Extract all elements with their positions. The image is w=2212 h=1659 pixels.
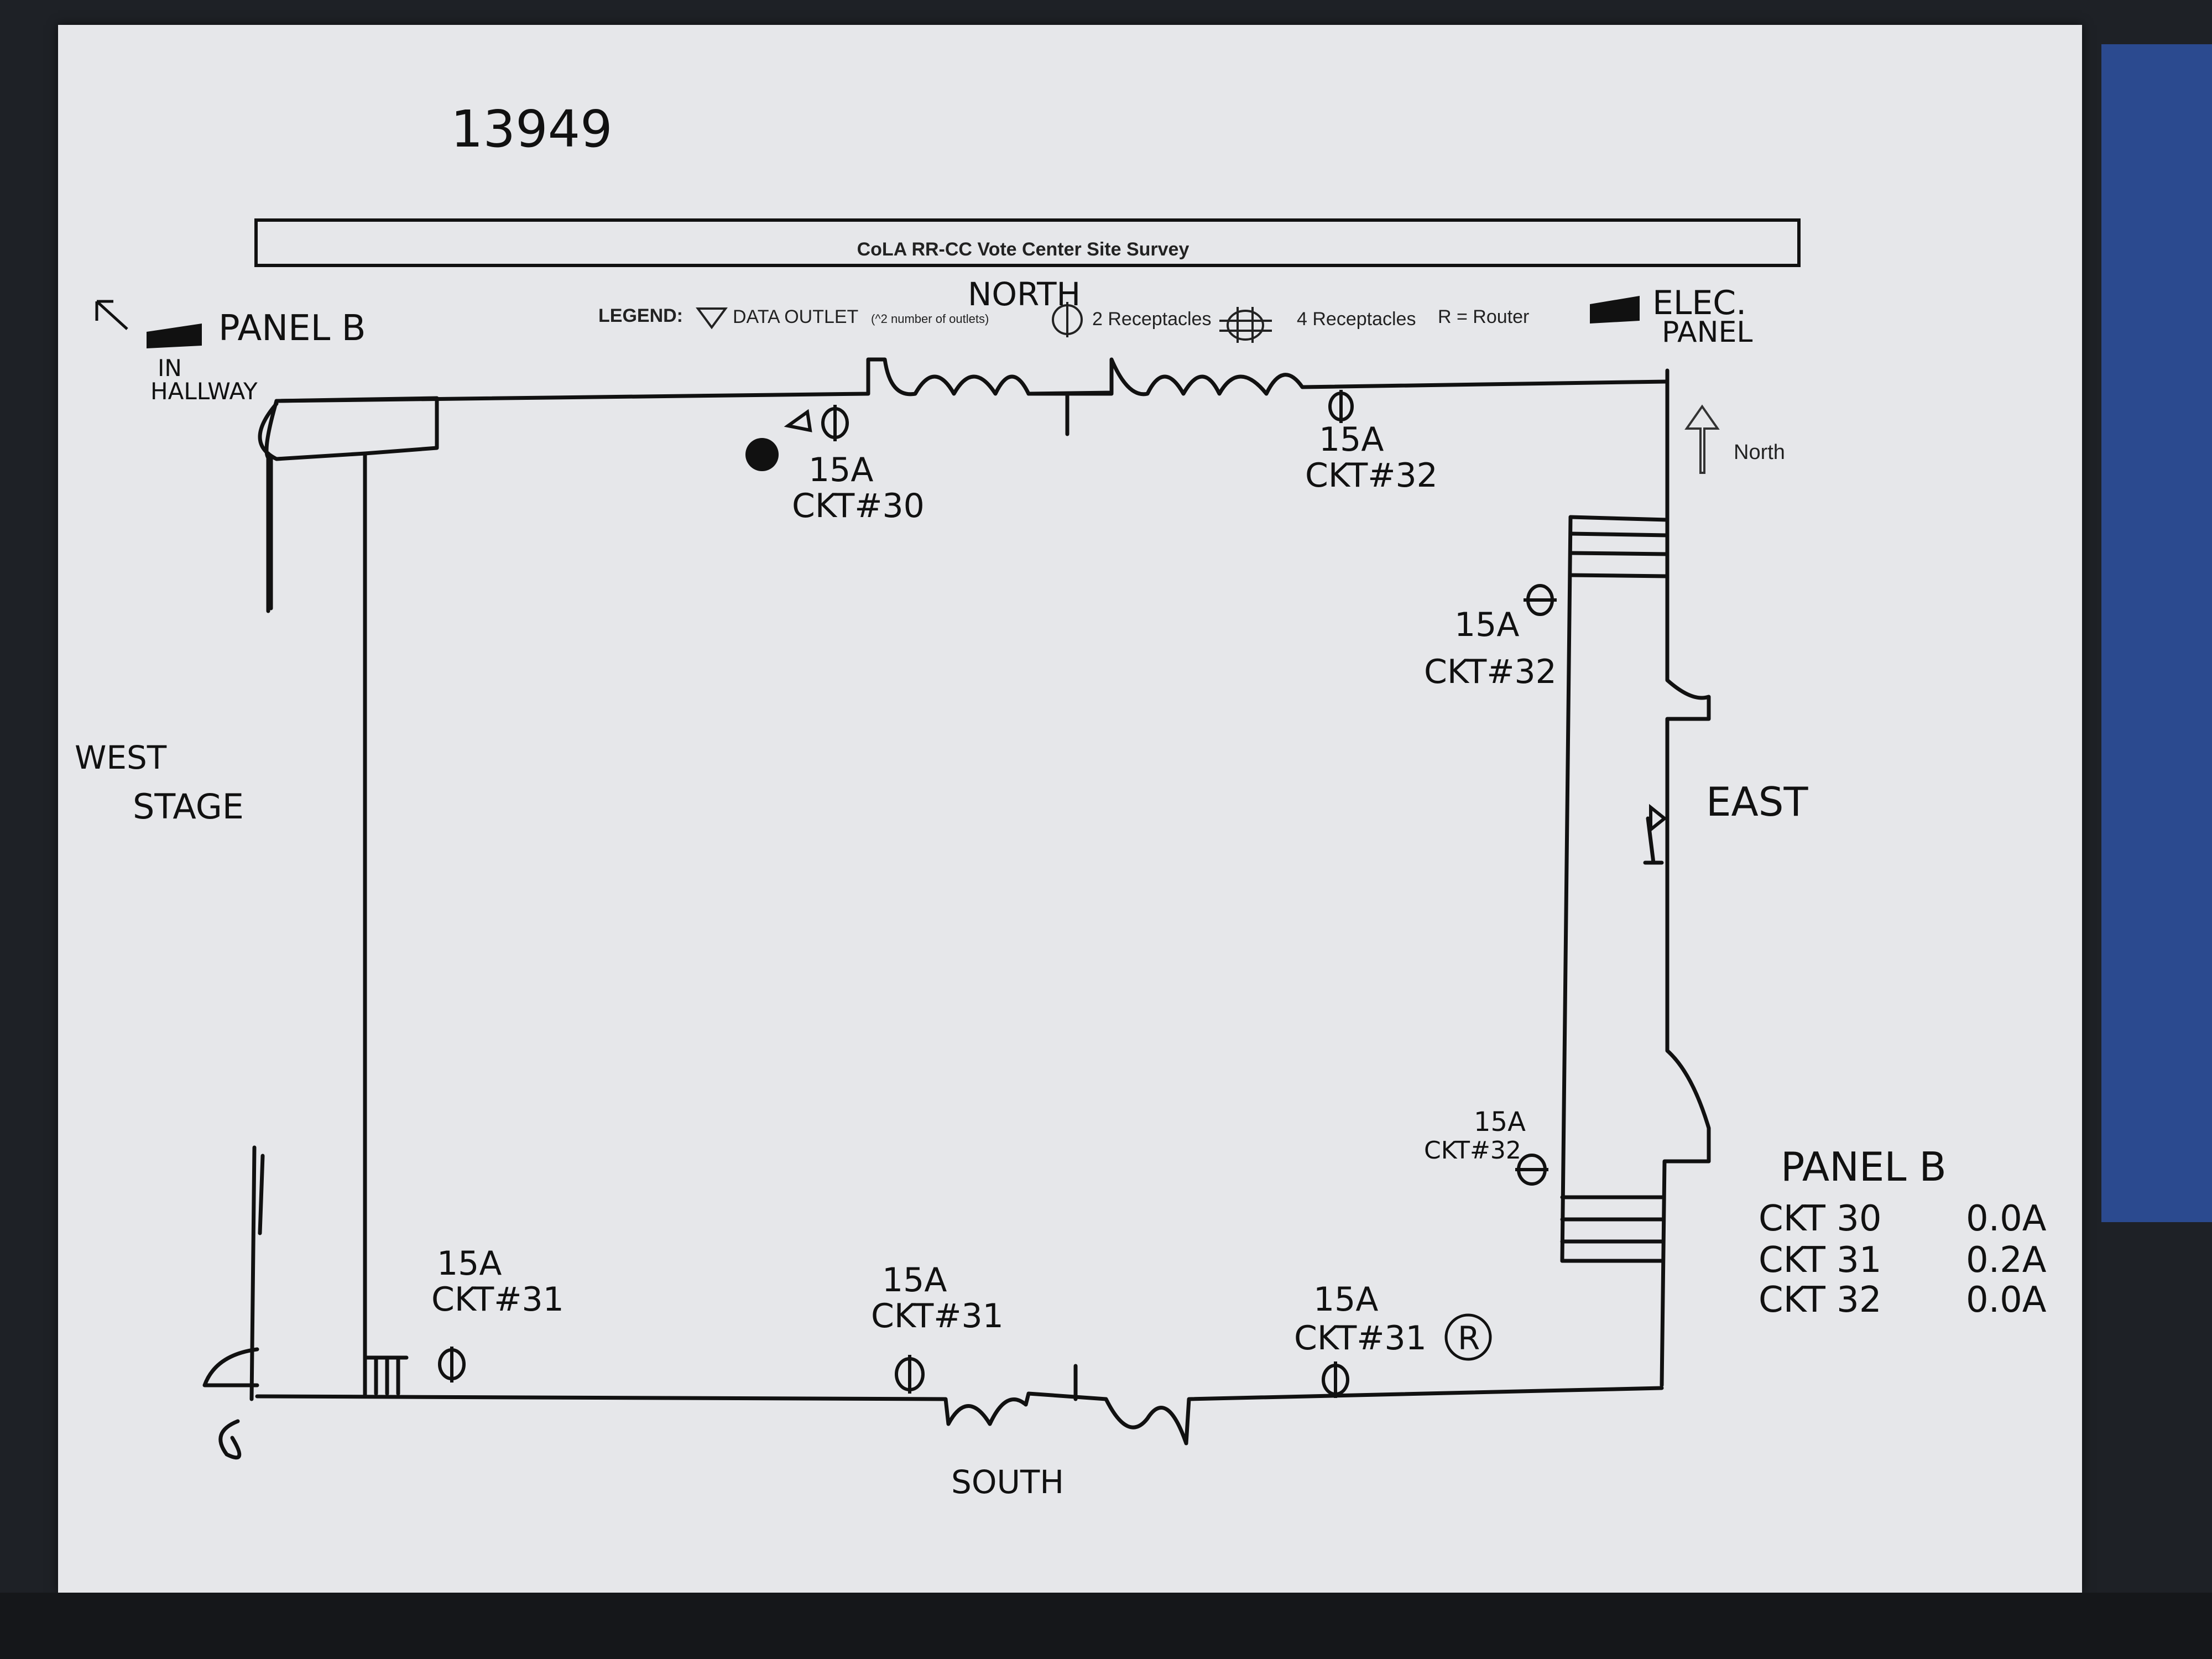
data-outlet-legend-icon	[696, 307, 728, 330]
north-wall	[274, 357, 1670, 403]
panel-b-sub1: IN	[158, 354, 182, 382]
receptacle-2-icon	[1328, 390, 1354, 423]
receptacle-1-amps: 15A	[808, 451, 873, 489]
elec-panel-icon	[1590, 296, 1640, 324]
panel-b-icon	[147, 324, 202, 348]
reading-row-3-circuit: CKT 32	[1759, 1280, 1882, 1321]
blue-folder	[2101, 44, 2212, 1222]
east-label: EAST	[1706, 779, 1808, 825]
legend-data-outlet-note: (^2 number of outlets)	[871, 312, 989, 326]
room-walls	[202, 357, 1711, 1460]
panel-b-label: PANEL B	[218, 308, 366, 349]
west-door-swing	[202, 1347, 259, 1387]
reading-row-1-circuit: CKT 30	[1759, 1198, 1882, 1239]
receptacle-7-circuit: CKT#31	[1294, 1319, 1427, 1358]
reading-row-3-value: 0.0A	[1966, 1280, 2047, 1321]
stage-label: STAGE	[133, 786, 244, 827]
receptacle-4-amps: 15A	[1474, 1107, 1526, 1138]
east-stair-top-3	[1568, 551, 1670, 556]
stage-edge	[258, 401, 367, 1399]
receptacle-2-circuit: CKT#32	[1305, 456, 1438, 495]
router-icon	[1444, 1313, 1492, 1361]
router-symbol: R	[1458, 1319, 1480, 1357]
north-arrow: North	[1684, 404, 1785, 474]
receptacle-symbols	[438, 390, 1557, 1398]
east-stair-top-2	[1568, 531, 1670, 538]
east-corridor-line	[1560, 515, 1573, 1263]
east-door-stub	[1646, 816, 1656, 865]
legend-four-receptacles: 4 Receptacles	[1297, 309, 1416, 330]
reading-row-2-circuit: CKT 31	[1759, 1240, 1882, 1281]
east-stair-top-1	[1568, 515, 1670, 522]
receptacle-5-circuit: CKT#31	[431, 1280, 564, 1319]
receptacle-3-circuit: CKT#32	[1424, 653, 1557, 691]
four-receptacles-legend-icon	[1219, 307, 1272, 343]
north-arrow-icon	[1684, 404, 1720, 474]
receptacle-3-icon	[1524, 584, 1557, 616]
receptacle-7-icon	[1322, 1361, 1349, 1398]
east-stair-top-4	[1568, 573, 1670, 578]
receptacle-3-amps: 15A	[1454, 606, 1519, 644]
legend-data-outlet: DATA OUTLET	[733, 306, 858, 327]
sheet-number: 13949	[451, 100, 613, 159]
reading-row-1-value: 0.0A	[1966, 1198, 2047, 1239]
receptacle-6-circuit: CKT#31	[871, 1297, 1004, 1335]
west-label: WEST	[75, 739, 167, 776]
two-receptacles-legend-icon	[1052, 302, 1083, 337]
elec-panel-line2: PANEL	[1662, 316, 1752, 349]
west-door-top	[264, 399, 279, 613]
receptacle-7-amps: 15A	[1313, 1280, 1378, 1319]
receptacle-1-icon	[821, 405, 849, 441]
clipboard-edge	[0, 1593, 2212, 1659]
data-outlet-east-icon	[1649, 804, 1667, 833]
elec-panel-legend: ELEC. PANEL	[1590, 284, 1752, 349]
receptacle-1-circuit: CKT#30	[792, 487, 925, 525]
title-box	[254, 218, 1801, 267]
panel-readings: PANEL B CKT 30 0.0A CKT 31 0.2A CKT 32 0…	[1759, 1144, 2047, 1321]
legend-two-receptacles: 2 Receptacles	[1092, 309, 1211, 330]
north-arrow-label: North	[1734, 441, 1785, 464]
reading-row-2-value: 0.2A	[1966, 1240, 2047, 1281]
south-wall	[255, 1386, 1664, 1446]
west-stair-scribble	[218, 1419, 242, 1460]
panel-b-sub2: HALLWAY	[150, 378, 258, 405]
legend-router: R = Router	[1438, 306, 1529, 327]
receptacle-2-amps: 15A	[1319, 420, 1384, 459]
legend: LEGEND: DATA OUTLET (^2 number of outlet…	[598, 302, 1529, 343]
west-door-bottom-2	[258, 1154, 265, 1235]
east-wall	[1660, 368, 1711, 1387]
title-text: CoLA RR-CC Vote Center Site Survey	[857, 239, 1190, 260]
receptacle-4-icon	[1515, 1154, 1548, 1186]
receptacle-6-icon	[895, 1355, 925, 1394]
arrow-to-hallway-icon	[95, 300, 128, 330]
data-outlet-north-icon	[784, 409, 812, 432]
receptacle-5-icon	[438, 1347, 466, 1383]
elec-panel-line1: ELEC.	[1652, 284, 1746, 322]
north-label: NORTH	[968, 275, 1081, 313]
receptacle-6-amps: 15A	[882, 1261, 947, 1300]
legend-label: LEGEND:	[598, 305, 683, 326]
survey-sheet	[58, 25, 2082, 1593]
receptacle-5-amps: 15A	[437, 1244, 502, 1283]
west-door-bottom-1	[249, 1145, 257, 1401]
stage-top	[274, 396, 439, 456]
router: R	[1444, 1313, 1492, 1361]
panel-readings-title: PANEL B	[1781, 1144, 1947, 1190]
scribbled-out-symbol	[745, 438, 779, 471]
panel-b-location: PANEL B IN HALLWAY	[95, 300, 366, 405]
receptacle-labels: 15A CKT#30 15A CKT#32 15A CKT#32 15A CKT…	[431, 420, 1557, 1358]
south-label: SOUTH	[951, 1463, 1064, 1501]
receptacle-4-circuit: CKT#32	[1424, 1136, 1521, 1165]
